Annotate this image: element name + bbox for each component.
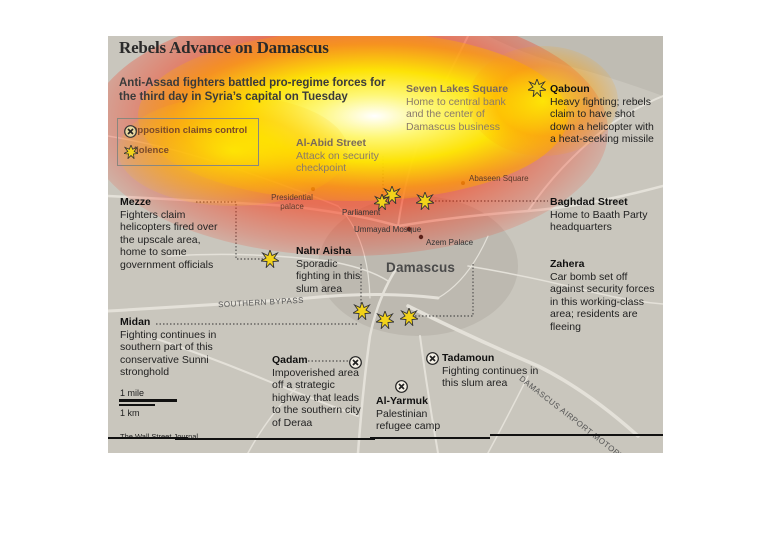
callout-tadamoun-text: Fighting continues in this slum area (442, 364, 539, 390)
callout-al-abid-title: Al-Abid Street (296, 137, 367, 149)
explosion-icon (376, 311, 394, 329)
scale-bar (119, 399, 177, 406)
explosion-icon (353, 302, 371, 320)
place-abaseen: Abaseen Square (469, 174, 529, 183)
callout-qaboun: Qaboun Heavy fighting; rebels claim to h… (550, 83, 662, 146)
abaseen-square-dot (461, 181, 465, 185)
callout-al-abid: Al-Abid Street Attack on security checkp… (296, 137, 388, 175)
callout-mezze-text: Fighters claim helicopters fired over th… (120, 208, 218, 271)
bottom-rule-3 (370, 437, 490, 439)
legend-label-control: Opposition claims control (130, 125, 248, 136)
legend-item-violence: Violence (124, 145, 169, 159)
road-minor-5 (487, 375, 529, 453)
bottom-rule-4 (490, 434, 663, 436)
legend-label-violence: Violence (130, 145, 169, 156)
callout-qaboun-title: Qaboun (550, 83, 590, 95)
callout-qadam-text: Impoverished area off a strategic highwa… (272, 366, 361, 429)
scale-km-label: 1 km (120, 408, 140, 418)
explosion-icon (416, 192, 434, 210)
callout-zahera-title: Zahera (550, 258, 585, 270)
callout-midan-title: Midan (120, 316, 151, 328)
callout-al-abid-text: Attack on security checkpoint (296, 149, 379, 175)
callout-tadamoun-title: Tadamoun (442, 352, 495, 364)
place-parliament: Parliament (342, 208, 381, 217)
callout-al-yarmuk: Al-Yarmuk Palestinian refugee camp (376, 395, 456, 433)
explosion-icon (400, 308, 418, 326)
x-circle-icon (395, 380, 408, 393)
callout-midan: Midan Fighting continues in southern par… (120, 316, 220, 379)
explosion-icon (261, 250, 279, 268)
callout-al-yarmuk-title: Al-Yarmuk (376, 395, 428, 407)
map-subtitle: Anti-Assad fighters battled pro-regime f… (119, 77, 386, 103)
callout-baghdad-title: Baghdad Street (550, 196, 628, 208)
road-minor-4 (247, 385, 299, 453)
callout-nahr-aisha: Nahr Aisha Sporadic fighting in this slu… (296, 245, 368, 295)
callout-qadam: Qadam Impoverished area off a strategic … (272, 354, 370, 429)
road-minor-3 (467, 265, 663, 305)
azem-palace-dot (418, 234, 424, 240)
callout-zahera-text: Car bomb set off against security forces… (550, 270, 655, 333)
callout-nahr-aisha-title: Nahr Aisha (296, 245, 352, 257)
legend: Opposition claims control Violence (117, 118, 259, 166)
road-southwest (147, 335, 359, 417)
explosion-icon (124, 145, 138, 159)
callout-mezze: Mezze Fighters claim helicopters fired o… (120, 196, 220, 271)
callout-qaboun-text: Heavy fighting; rebels claim to have sho… (550, 95, 654, 146)
bottom-rule-1 (108, 437, 188, 439)
callout-tadamoun: Tadamoun Fighting continues in this slum… (442, 352, 542, 390)
callout-mezze-title: Mezze (120, 196, 151, 208)
bottom-rule-2 (175, 438, 375, 440)
callout-qadam-title: Qadam (272, 354, 308, 366)
explosion-icon (374, 194, 390, 210)
callout-al-yarmuk-text: Palestinian refugee camp (376, 407, 441, 433)
place-azem: Azem Palace (426, 238, 474, 247)
callout-seven-lakes-text: Home to central bank and the center of D… (406, 95, 506, 133)
leader-zahera (413, 264, 474, 317)
explosion-icon (383, 186, 401, 204)
leader-mezze (196, 201, 268, 260)
city-label: Damascus (386, 260, 456, 275)
road-south-2 (419, 335, 439, 453)
callout-seven-lakes-title: Seven Lakes Square (406, 83, 509, 95)
x-circle-icon (426, 352, 439, 365)
scale-mile-label: 1 mile (120, 388, 145, 398)
x-circle-icon (124, 125, 137, 138)
callout-baghdad-text: Home to Baath Party headquarters (550, 208, 648, 234)
place-presidential-palace: Presidential palace (271, 193, 313, 211)
airport-motorway-road (406, 304, 640, 438)
x-circle-icon (349, 356, 362, 369)
callout-nahr-aisha-text: Sporadic fighting in this slum area (296, 257, 361, 295)
explosion-icon (528, 79, 546, 97)
southern-bypass-road (108, 293, 440, 313)
map-graphic: Rebels Advance on Damascus Anti-Assad fi… (108, 36, 663, 453)
road-south (356, 264, 400, 453)
legend-item-control: Opposition claims control (124, 125, 248, 138)
map-title: Rebels Advance on Damascus (119, 38, 329, 57)
presidential-palace-dot (311, 187, 315, 191)
credit-label: The Wall Street Journal (120, 432, 198, 441)
callout-zahera: Zahera Car bomb set off against security… (550, 258, 658, 333)
callout-baghdad: Baghdad Street Home to Baath Party headq… (550, 196, 658, 234)
place-ummayad: Ummayad Mosque (354, 225, 422, 234)
callout-midan-text: Fighting continues in southern part of t… (120, 328, 217, 379)
callout-seven-lakes: Seven Lakes Square Home to central bank … (406, 83, 511, 133)
